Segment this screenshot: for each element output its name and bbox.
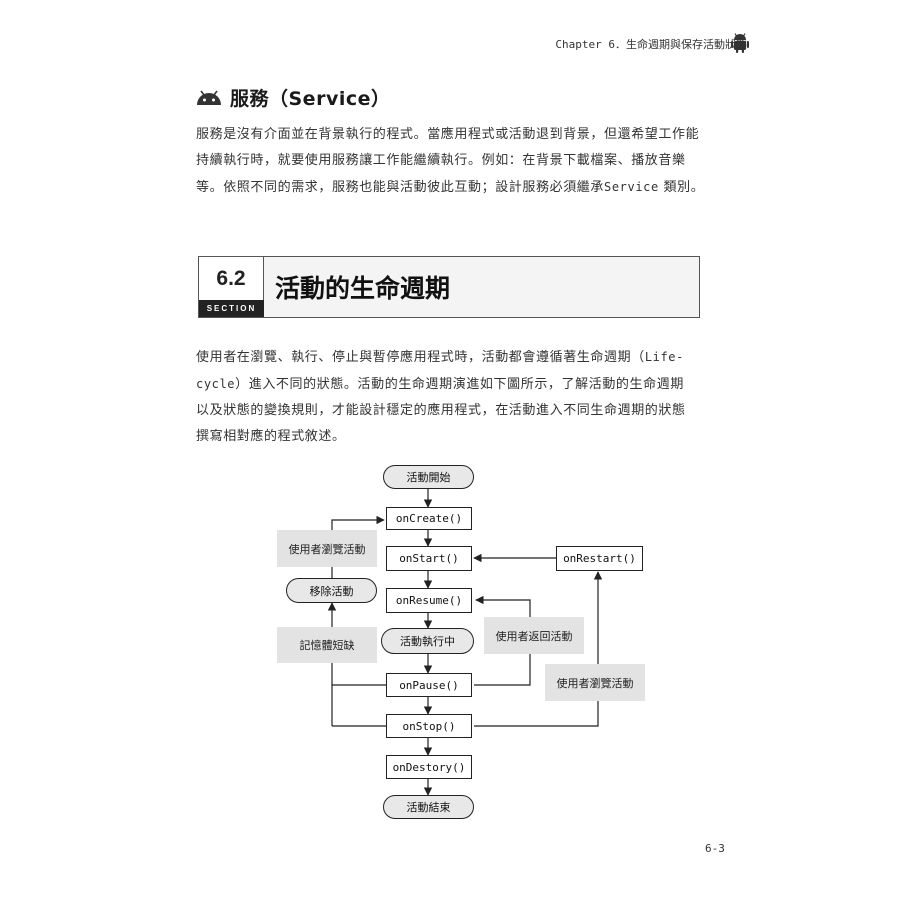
node-onstart: onStart() bbox=[386, 546, 472, 571]
service-line-3: 等。依照不同的需求，服務也能與活動彼此互動；設計服務必須繼承 bbox=[196, 180, 605, 195]
node-ondestroy: onDestory() bbox=[386, 755, 472, 779]
node-activity-start: 活動開始 bbox=[383, 465, 474, 489]
section-number: 6.2 bbox=[199, 257, 264, 300]
android-head-icon bbox=[197, 90, 221, 105]
lifecycle-line-2: ）進入不同的狀態。活動的生命週期演進如下圖所示，了解活動的生命週期 bbox=[235, 377, 684, 392]
service-class-name: Service bbox=[604, 180, 659, 194]
service-line-3-tail: 類別。 bbox=[658, 180, 705, 195]
section-banner: 6.2 SECTION 活動的生命週期 bbox=[198, 256, 700, 318]
lifecycle-line-4: 撰寫相對應的程式敘述。 bbox=[196, 429, 346, 444]
lifecycle-line-3: 以及狀態的變換規則，才能設計穩定的應用程式，在活動進入不同生命週期的狀態 bbox=[196, 403, 686, 418]
section-label: SECTION bbox=[199, 300, 264, 317]
label-user-return: 使用者返回活動 bbox=[484, 617, 584, 654]
node-onrestart: onRestart() bbox=[556, 546, 643, 571]
label-low-memory: 記憶體短缺 bbox=[277, 627, 377, 663]
node-onresume: onResume() bbox=[386, 588, 472, 613]
lifecycle-paragraph: 使用者在瀏覽、執行、停止與暫停應用程式時，活動都會遵循著生命週期（Life- c… bbox=[196, 344, 706, 450]
node-oncreate: onCreate() bbox=[386, 507, 472, 530]
service-line-2: 持續執行時，就要使用服務讓工作能繼續執行。例如：在背景下載檔案、播放音樂 bbox=[196, 153, 686, 168]
lifecycle-line-1: 使用者在瀏覽、執行、停止與暫停應用程式時，活動都會遵循著生命週期（ bbox=[196, 350, 645, 365]
service-line-1: 服務是沒有介面並在背景執行的程式。當應用程式或活動退到背景，但還希望工作能 bbox=[196, 127, 700, 142]
section-title: 活動的生命週期 bbox=[275, 274, 451, 303]
lifecycle-term-part2: cycle bbox=[196, 377, 236, 391]
label-user-browse-left: 使用者瀏覽活動 bbox=[277, 530, 377, 567]
service-paragraph: 服務是沒有介面並在背景執行的程式。當應用程式或活動退到背景，但還希望工作能 持續… bbox=[196, 122, 706, 201]
node-onstop: onStop() bbox=[386, 714, 472, 738]
label-user-browse-right: 使用者瀏覽活動 bbox=[545, 664, 645, 701]
page-number: 6-3 bbox=[705, 842, 725, 855]
service-heading: 服務（Service） bbox=[196, 84, 391, 111]
android-icon bbox=[731, 33, 749, 53]
node-activity-end: 活動結束 bbox=[383, 795, 474, 819]
service-title: 服務（Service） bbox=[230, 88, 391, 110]
lifecycle-term-part1: Life- bbox=[644, 350, 684, 364]
running-header: Chapter 6．生命週期與保存活動狀態 bbox=[555, 38, 747, 51]
node-onpause: onPause() bbox=[386, 673, 472, 697]
node-remove-activity: 移除活動 bbox=[286, 578, 377, 603]
node-activity-running: 活動執行中 bbox=[381, 628, 474, 654]
